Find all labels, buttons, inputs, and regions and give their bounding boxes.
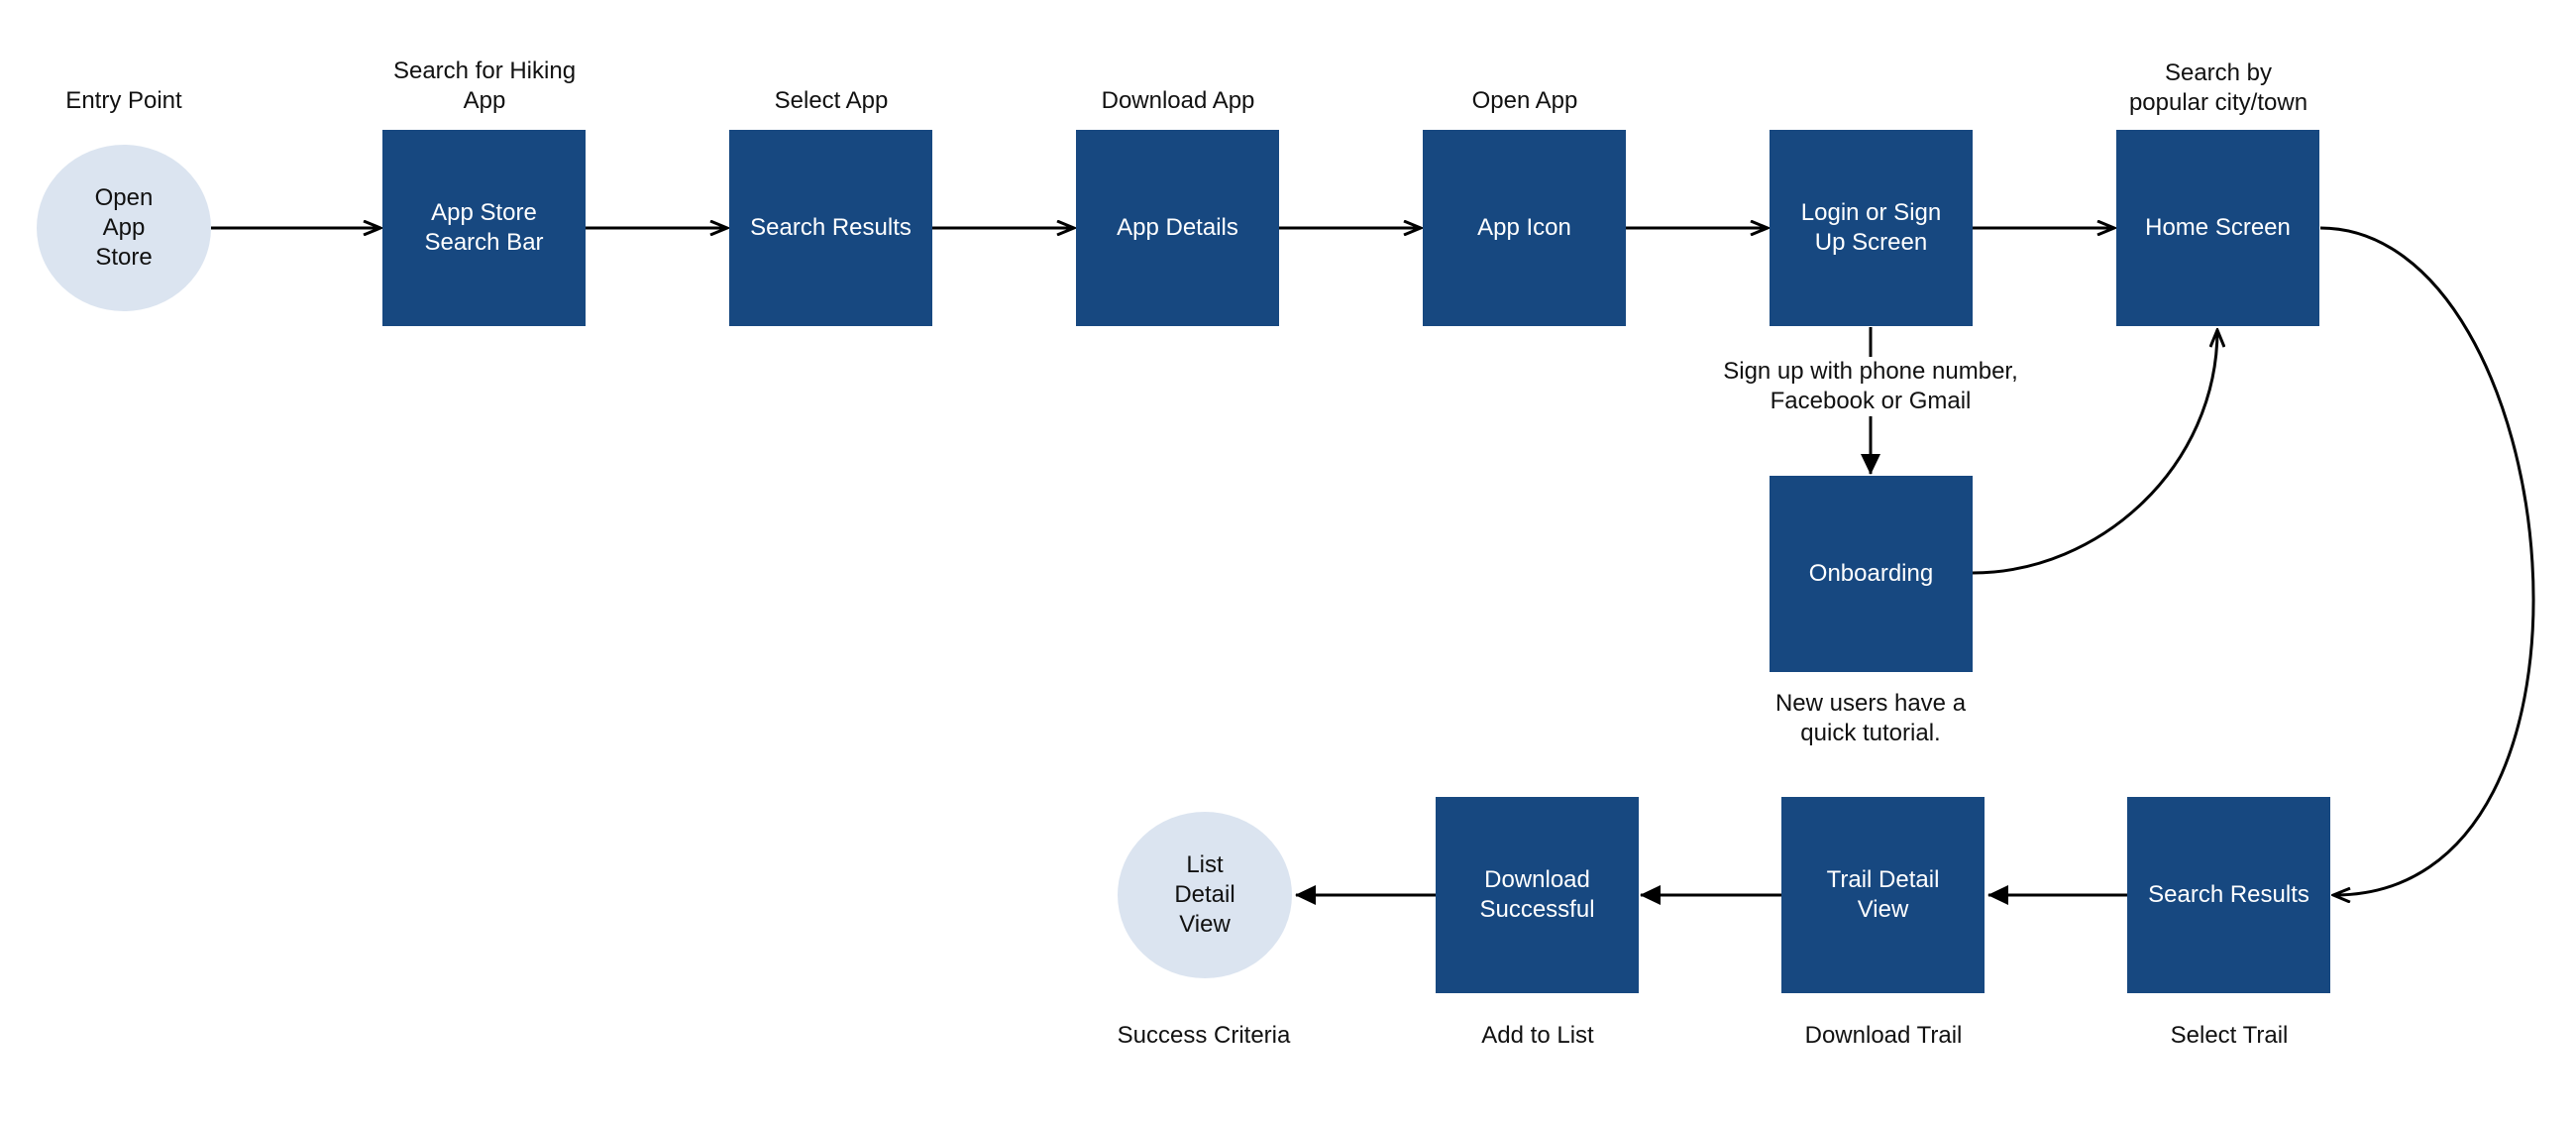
node-onboarding: Onboarding	[1770, 476, 1973, 672]
node-trail-detail-view: Trail Detail View	[1781, 797, 1985, 993]
node-home-screen: Home Screen	[2116, 130, 2319, 326]
label-success-criteria: Success Criteria	[1117, 1022, 1291, 1049]
label-search-by-city: Search by popular city/town	[2128, 59, 2308, 116]
label-new-users-tutorial: New users have a quick tutorial.	[1774, 690, 1967, 746]
node-list-detail-view: List Detail View	[1118, 812, 1292, 978]
node-app-store-search-bar: App Store Search Bar	[382, 130, 586, 326]
label-entry-point: Entry Point	[65, 87, 182, 114]
node-open-app-store: Open App Store	[37, 145, 211, 311]
label-download-app: Download App	[1101, 87, 1255, 114]
label-add-to-list: Add to List	[1481, 1022, 1594, 1049]
label-download-trail: Download Trail	[1804, 1022, 1963, 1049]
node-search-results-bottom: Search Results	[2127, 797, 2330, 993]
node-download-successful: Download Successful	[1436, 797, 1639, 993]
edge-home-to-search-results	[2319, 226, 2535, 895]
label-select-app: Select App	[774, 87, 889, 114]
label-search-for-hiking-app: Search for Hiking App	[392, 57, 577, 114]
label-select-trail: Select Trail	[2170, 1022, 2289, 1049]
label-open-app: Open App	[1471, 87, 1578, 114]
node-login-signup: Login or Sign Up Screen	[1770, 130, 1973, 326]
node-app-icon: App Icon	[1423, 130, 1626, 326]
label-signup-methods: Sign up with phone number, Facebook or G…	[1719, 357, 2022, 416]
node-app-details: App Details	[1076, 130, 1279, 326]
edge-onboarding-to-home	[1972, 330, 2217, 575]
node-search-results-top: Search Results	[729, 130, 932, 326]
